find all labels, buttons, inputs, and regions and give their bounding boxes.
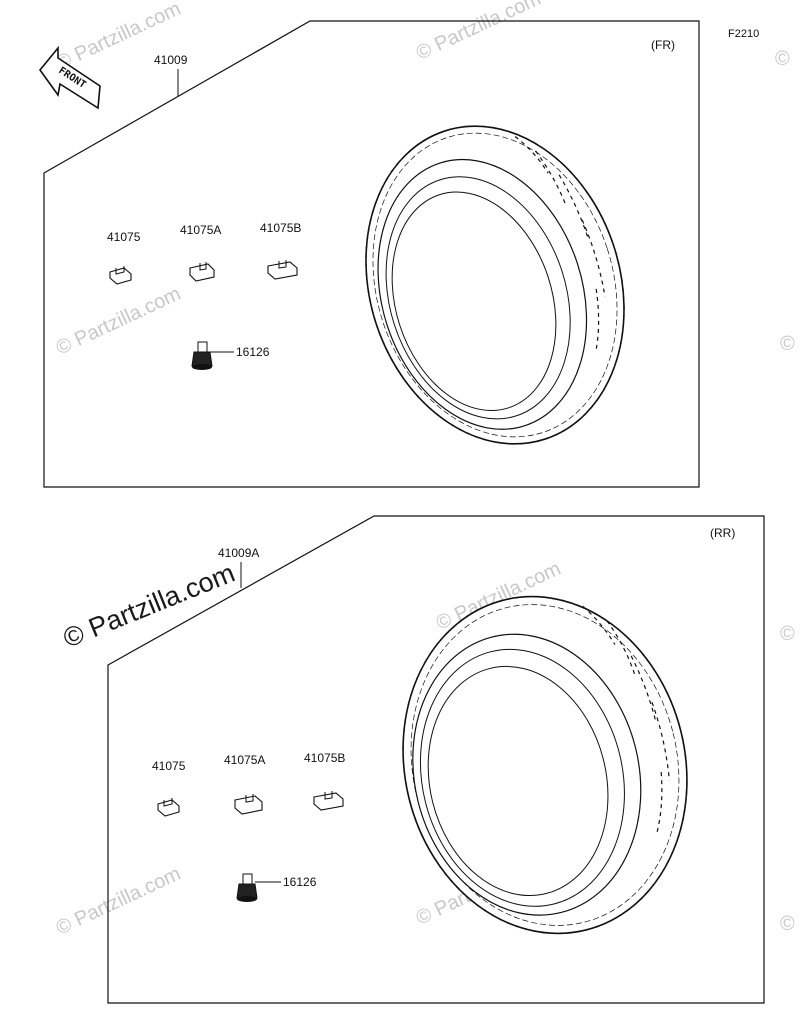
front-valve-part-number[interactable]: 16126	[236, 345, 270, 359]
watermark-edge: ©	[780, 333, 795, 355]
rear-valve-part-number[interactable]: 16126	[283, 875, 317, 889]
watermark-edge: ©	[780, 913, 795, 935]
front-tire-part-number[interactable]: 41009	[154, 53, 188, 67]
rear-group: (RR) 41009A 41075 41075A 41075B	[107, 515, 765, 1004]
watermark-main: © Partzilla.com	[59, 558, 239, 654]
rear-weight-41075b-icon[interactable]	[313, 791, 344, 811]
rear-tire-icon[interactable]	[368, 566, 722, 964]
watermark: © Partzilla.com	[413, 0, 544, 65]
rear-tire-part-number[interactable]: 41009A	[218, 546, 259, 560]
rear-group-frame	[107, 515, 765, 1004]
front-position-label: (FR)	[651, 38, 675, 52]
rear-weight-41075a-icon[interactable]	[234, 794, 263, 815]
rear-weight-part-number[interactable]: 41075A	[224, 753, 265, 767]
front-weight-part-number[interactable]: 41075	[107, 230, 141, 244]
rear-weight-41075-icon[interactable]	[157, 798, 180, 817]
rear-weight-part-number[interactable]: 41075	[152, 759, 186, 773]
front-weight-part-number[interactable]: 41075A	[180, 223, 221, 237]
front-weight-41075b-icon[interactable]	[267, 260, 298, 280]
front-group-frame	[43, 20, 700, 488]
front-weight-41075a-icon[interactable]	[189, 262, 215, 282]
watermark: © Partzilla.com	[53, 863, 184, 940]
rear-weight-part-number[interactable]: 41075B	[304, 751, 345, 765]
watermark-edge: ©	[775, 48, 790, 70]
front-weight-part-number[interactable]: 41075B	[260, 221, 301, 235]
front-valve-icon[interactable]	[191, 341, 213, 370]
rear-position-label: (RR)	[710, 526, 735, 540]
watermark-edge: ©	[780, 623, 795, 645]
front-group: (FR) 41009 41075 41075A 41075B	[43, 20, 700, 488]
rear-valve-icon[interactable]	[236, 873, 258, 902]
watermark: © Partzilla.com	[53, 283, 184, 360]
front-tire-icon[interactable]	[326, 92, 664, 477]
front-weight-41075-icon[interactable]	[109, 266, 132, 285]
figure-code: F2210	[728, 28, 759, 40]
